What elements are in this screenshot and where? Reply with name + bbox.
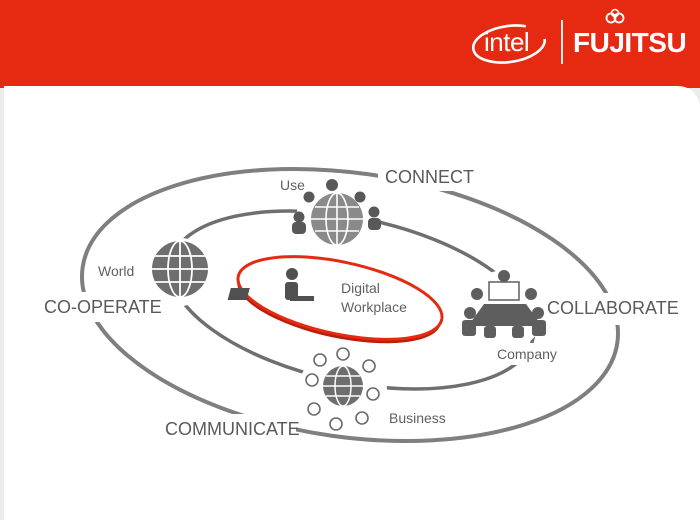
collaborate-label: COLLABORATE — [547, 298, 679, 318]
center-label-workplace: Workplace — [341, 299, 407, 315]
header-bar — [0, 0, 700, 88]
intel-logo: intel — [484, 27, 530, 57]
fujitsu-infinity-icon — [605, 8, 625, 24]
connect-label: CONNECT — [385, 167, 474, 187]
world-label: World — [98, 263, 135, 279]
cooperate-label: CO-OPERATE — [44, 297, 162, 317]
use-label: Use — [280, 177, 305, 193]
intel-logo-swoosh-icon — [471, 24, 547, 64]
digital-workplace-ring — [236, 255, 444, 344]
logo-divider — [561, 20, 563, 64]
business-label: Business — [389, 410, 446, 426]
people-around-globe-icon — [292, 179, 381, 246]
fujitsu-logo: FUJITSU — [573, 27, 687, 58]
communicate-label: COMMUNICATE — [165, 419, 300, 439]
meeting-table-icon — [462, 270, 546, 338]
outer-orbit-ring — [79, 166, 621, 444]
company-label: Company — [497, 346, 557, 362]
globe-with-apps-icon — [305, 347, 380, 431]
person-at-laptop-icon — [227, 268, 314, 301]
globe-icon — [152, 240, 208, 298]
center-label-digital: Digital — [341, 280, 380, 296]
